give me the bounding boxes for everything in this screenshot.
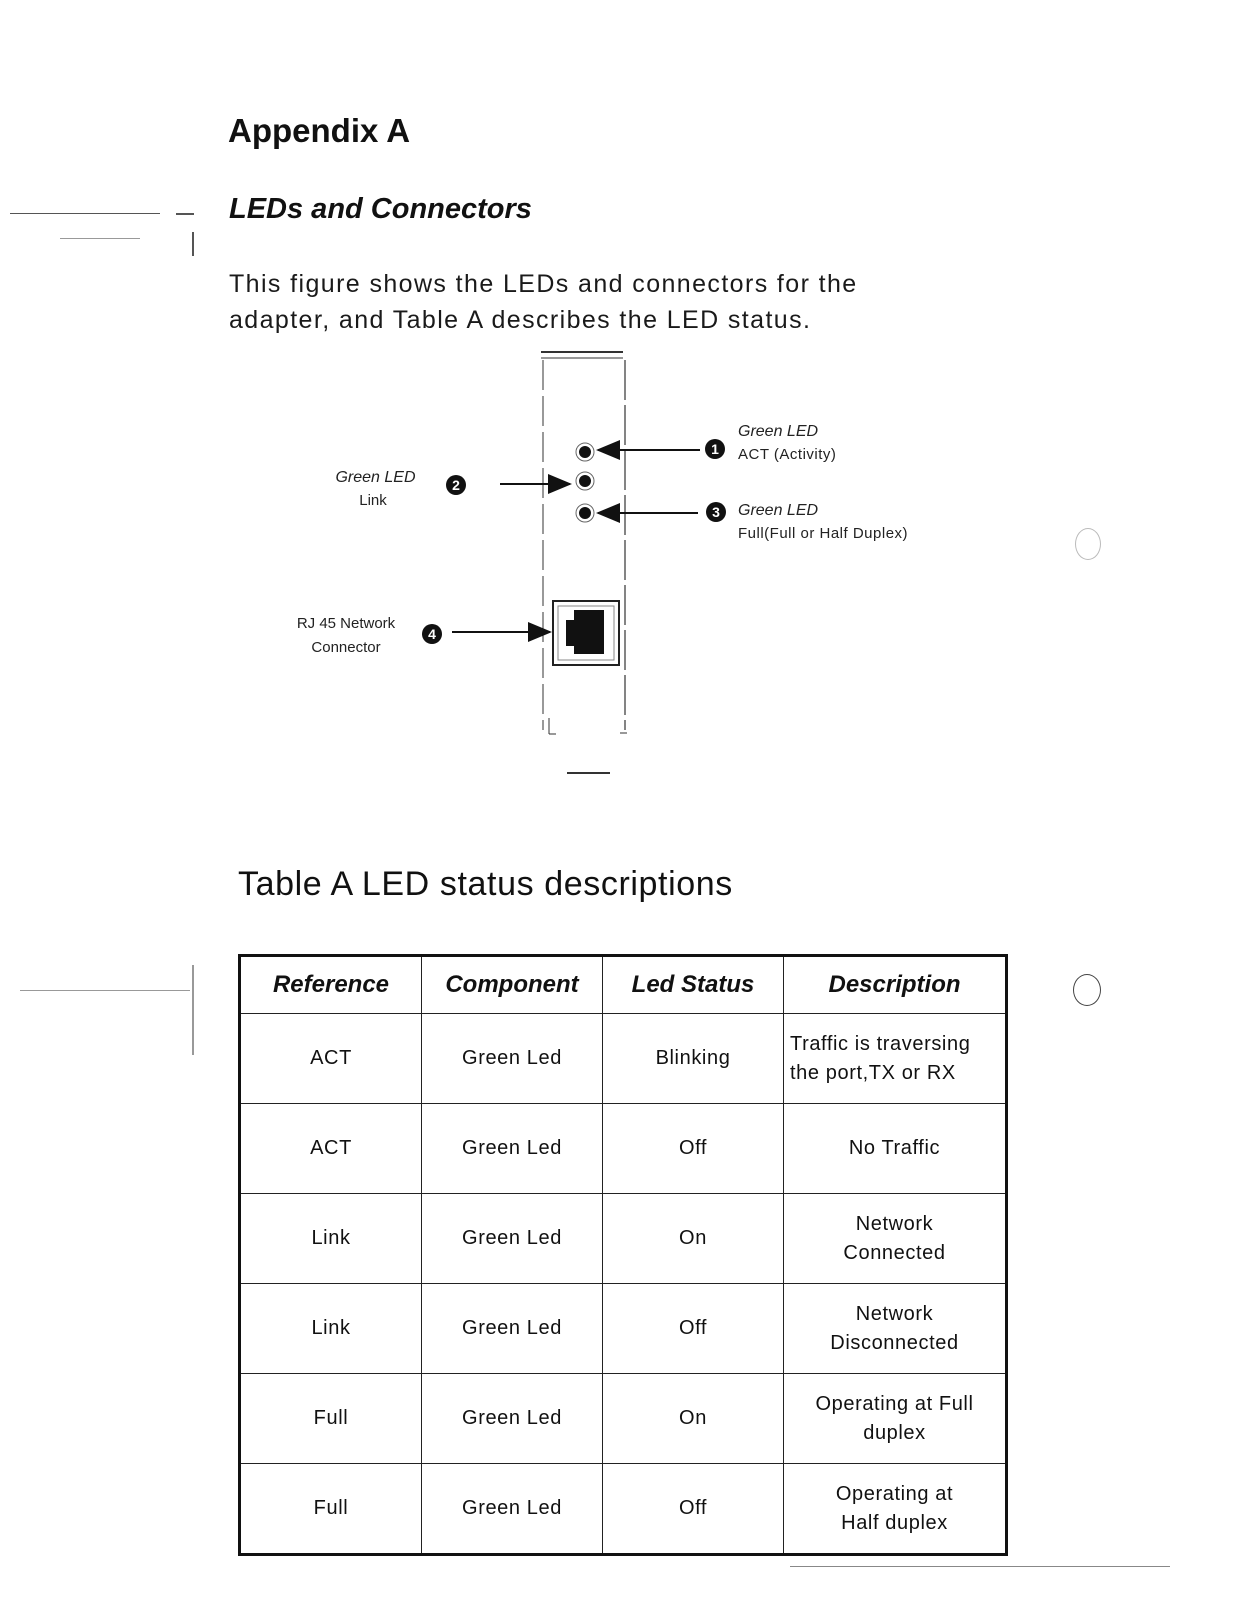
intro-text-line: This figure shows the LEDs and connector… — [229, 270, 858, 298]
table-row: ACT Green Led Off No Traffic — [239, 1103, 1007, 1194]
led-status-cell: On — [602, 1373, 784, 1464]
callout-number-4: 4 — [428, 626, 436, 642]
callout-number-glyphs: 1 2 3 4 — [428, 441, 720, 642]
table-row: Link Green Led Off Network Disconnected — [239, 1283, 1007, 1374]
callout2-desc: Link — [359, 492, 387, 509]
scan-speck — [1073, 974, 1101, 1006]
led-status-cell: Off — [602, 1283, 784, 1374]
callout-arrows — [452, 440, 700, 642]
column-header: Component — [421, 955, 603, 1014]
section-subheading: LEDs and Connectors — [229, 193, 532, 225]
description-cell: Operating at Full duplex — [783, 1373, 1007, 1464]
reference-cell: Full — [239, 1373, 422, 1464]
margin-scan-mark — [176, 213, 194, 215]
led-act — [575, 442, 595, 462]
callout2-title: Green LED — [335, 469, 416, 486]
adapter-bracket — [541, 351, 627, 774]
callout-number-badges — [422, 439, 726, 644]
component-cell: Green Led — [421, 1103, 603, 1194]
table-row: ACT Green Led Blinking Traffic is traver… — [239, 1013, 1007, 1104]
callout1-title: Green LED — [738, 423, 819, 440]
component-cell: Green Led — [421, 1463, 603, 1555]
margin-scan-mark — [192, 965, 194, 1055]
footer-rule — [790, 1566, 1170, 1567]
description-cell: No Traffic — [783, 1103, 1007, 1194]
led-status-table: Reference Component Led Status Descripti… — [238, 954, 1008, 1556]
led-full — [575, 503, 595, 523]
description-cell: Operating at Half duplex — [783, 1463, 1007, 1555]
column-header: Led Status — [602, 955, 784, 1014]
led-status-cell: On — [602, 1193, 784, 1284]
rj45-port — [552, 600, 620, 666]
margin-scan-mark — [10, 213, 160, 214]
callout3-desc: Full(Full or Half Duplex) — [738, 525, 909, 542]
table-row: Full Green Led On Operating at Full dupl… — [239, 1373, 1007, 1464]
callout4-title: RJ 45 Network — [296, 615, 396, 632]
led-status-cell: Off — [602, 1463, 784, 1555]
table-row: Full Green Led Off Operating at Half dup… — [239, 1463, 1007, 1555]
callout1-desc: ACT (Activity) — [738, 446, 837, 463]
led-status-cell: Off — [602, 1103, 784, 1194]
callout-number-1: 1 — [711, 441, 719, 457]
callout-number-3: 3 — [712, 504, 720, 520]
reference-cell: ACT — [239, 1103, 422, 1194]
table-row: Link Green Led On Network Connected — [239, 1193, 1007, 1284]
description-cell: Network Connected — [783, 1193, 1007, 1284]
led-status-cell: Blinking — [602, 1013, 784, 1104]
component-cell: Green Led — [421, 1193, 603, 1284]
scan-speck — [1075, 528, 1101, 560]
component-cell: Green Led — [421, 1373, 603, 1464]
description-cell: Traffic is traversing the port,TX or RX — [783, 1013, 1007, 1104]
column-header: Description — [783, 955, 1007, 1014]
table-header-row: Reference Component Led Status Descripti… — [239, 955, 1007, 1014]
component-cell: Green Led — [421, 1013, 603, 1104]
column-header: Reference — [239, 955, 422, 1014]
reference-cell: Link — [239, 1283, 422, 1374]
reference-cell: Full — [239, 1463, 422, 1555]
led-link — [575, 471, 595, 491]
description-cell: Network Disconnected — [783, 1283, 1007, 1374]
intro-text-line: adapter, and Table A describes the LED s… — [229, 306, 812, 334]
margin-scan-mark — [60, 238, 140, 239]
reference-cell: Link — [239, 1193, 422, 1284]
adapter-figure: 1 2 3 4 — [422, 351, 726, 774]
page-heading: Appendix A — [228, 112, 411, 149]
table-title: Table A LED status descriptions — [238, 865, 733, 903]
margin-scan-mark — [192, 232, 194, 256]
reference-cell: ACT — [239, 1013, 422, 1104]
callout3-title: Green LED — [738, 502, 819, 519]
callout4-desc: Connector — [311, 639, 381, 656]
margin-scan-mark — [20, 990, 190, 991]
callout-number-2: 2 — [452, 477, 460, 493]
component-cell: Green Led — [421, 1283, 603, 1374]
